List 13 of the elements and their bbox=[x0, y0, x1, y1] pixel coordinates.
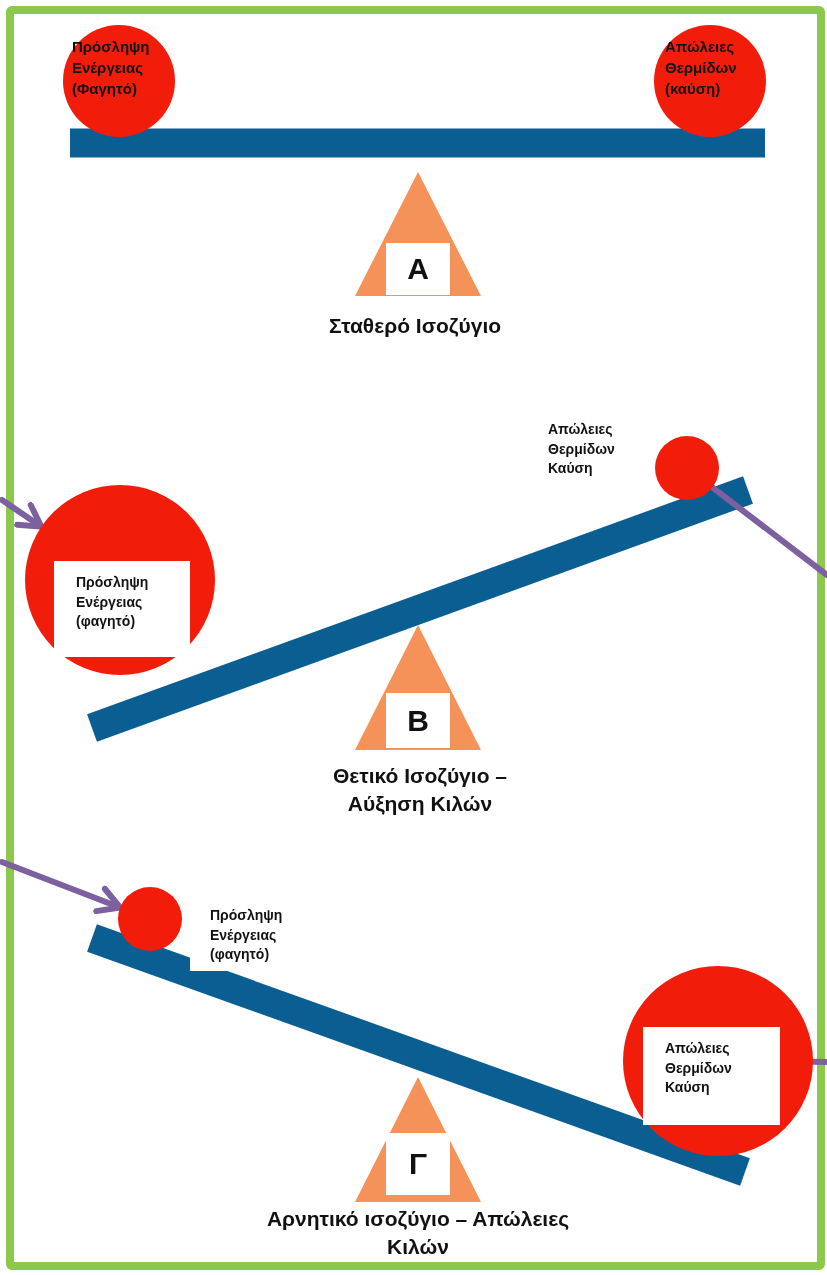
fulcrum-letter: Α bbox=[386, 243, 450, 295]
circle-label: Απώλειες Θερμίδων (καύση) bbox=[665, 37, 738, 99]
circle-label: Απώλειες Θερμίδων Καύση bbox=[643, 1027, 780, 1125]
fulcrum-triangle bbox=[355, 1077, 481, 1202]
circle-label: Πρόσληψη Ενέργειας (φαγητό) bbox=[54, 561, 190, 657]
circle-label: Πρόσληψη Ενέργειας (Φαγητό) bbox=[72, 37, 151, 99]
fulcrum-letter: Γ bbox=[386, 1133, 450, 1195]
arrow bbox=[0, 497, 45, 530]
arrow bbox=[0, 859, 124, 915]
fulcrum-triangle bbox=[355, 625, 481, 750]
fulcrum-letter: Β bbox=[386, 693, 450, 748]
node-caption: Απώλειες Θερμίδων Καύση bbox=[548, 420, 616, 479]
fulcrum-triangle bbox=[355, 172, 481, 296]
